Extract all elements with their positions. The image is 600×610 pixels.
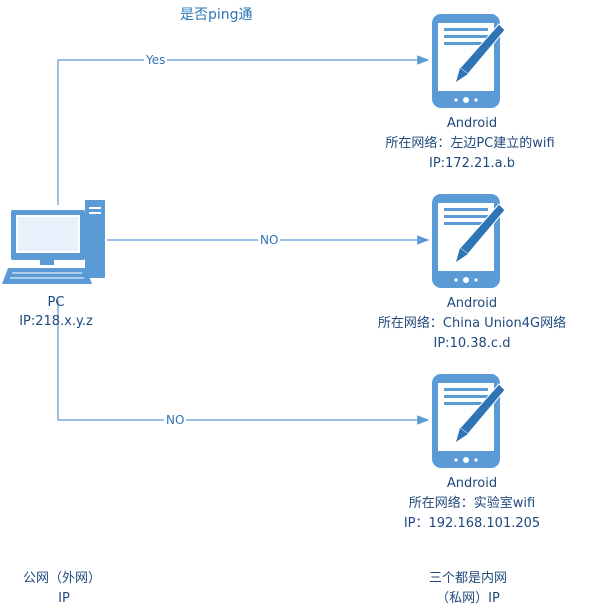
footer-left-line2: IP <box>58 591 70 606</box>
device-2-name: Android <box>446 296 498 311</box>
pc-ip: IP:218.x.y.z <box>19 314 93 329</box>
pc-name: PC <box>47 295 65 310</box>
tablet-pen-icon-3 <box>432 374 506 468</box>
device-3-ip: IP：192.168.101.205 <box>403 516 541 531</box>
edge-label-no-2: NO <box>164 413 187 427</box>
connectors <box>57 55 430 425</box>
device-1-name: Android <box>446 116 498 131</box>
footer-left-line1: 公网（外网） <box>22 571 102 586</box>
footer-right-line2: （私网）IP <box>436 591 500 606</box>
tablet-pen-icon-1 <box>432 14 506 108</box>
device-1-network: 所在网络：左边PC建立的wifi <box>385 136 555 151</box>
edge-label-yes: Yes <box>144 53 168 67</box>
tablet-pen-icon-2 <box>432 194 506 288</box>
device-2-ip: IP:10.38.c.d <box>433 336 511 351</box>
footer-right-line1: 三个都是内网 <box>428 571 508 586</box>
device-2-network: 所在网络：China Union4G网络 <box>377 316 567 331</box>
device-1-ip: IP:172.21.a.b <box>428 156 516 171</box>
edge-no-2-line <box>57 300 430 425</box>
edge-label-no-1: NO <box>258 233 281 247</box>
device-3-network: 所在网络：实验室wifi <box>408 496 536 511</box>
device-3-name: Android <box>446 476 498 491</box>
desktop-computer-icon <box>2 200 105 284</box>
edge-yes-line <box>57 55 430 205</box>
diagram-title: 是否ping通 <box>180 7 253 23</box>
